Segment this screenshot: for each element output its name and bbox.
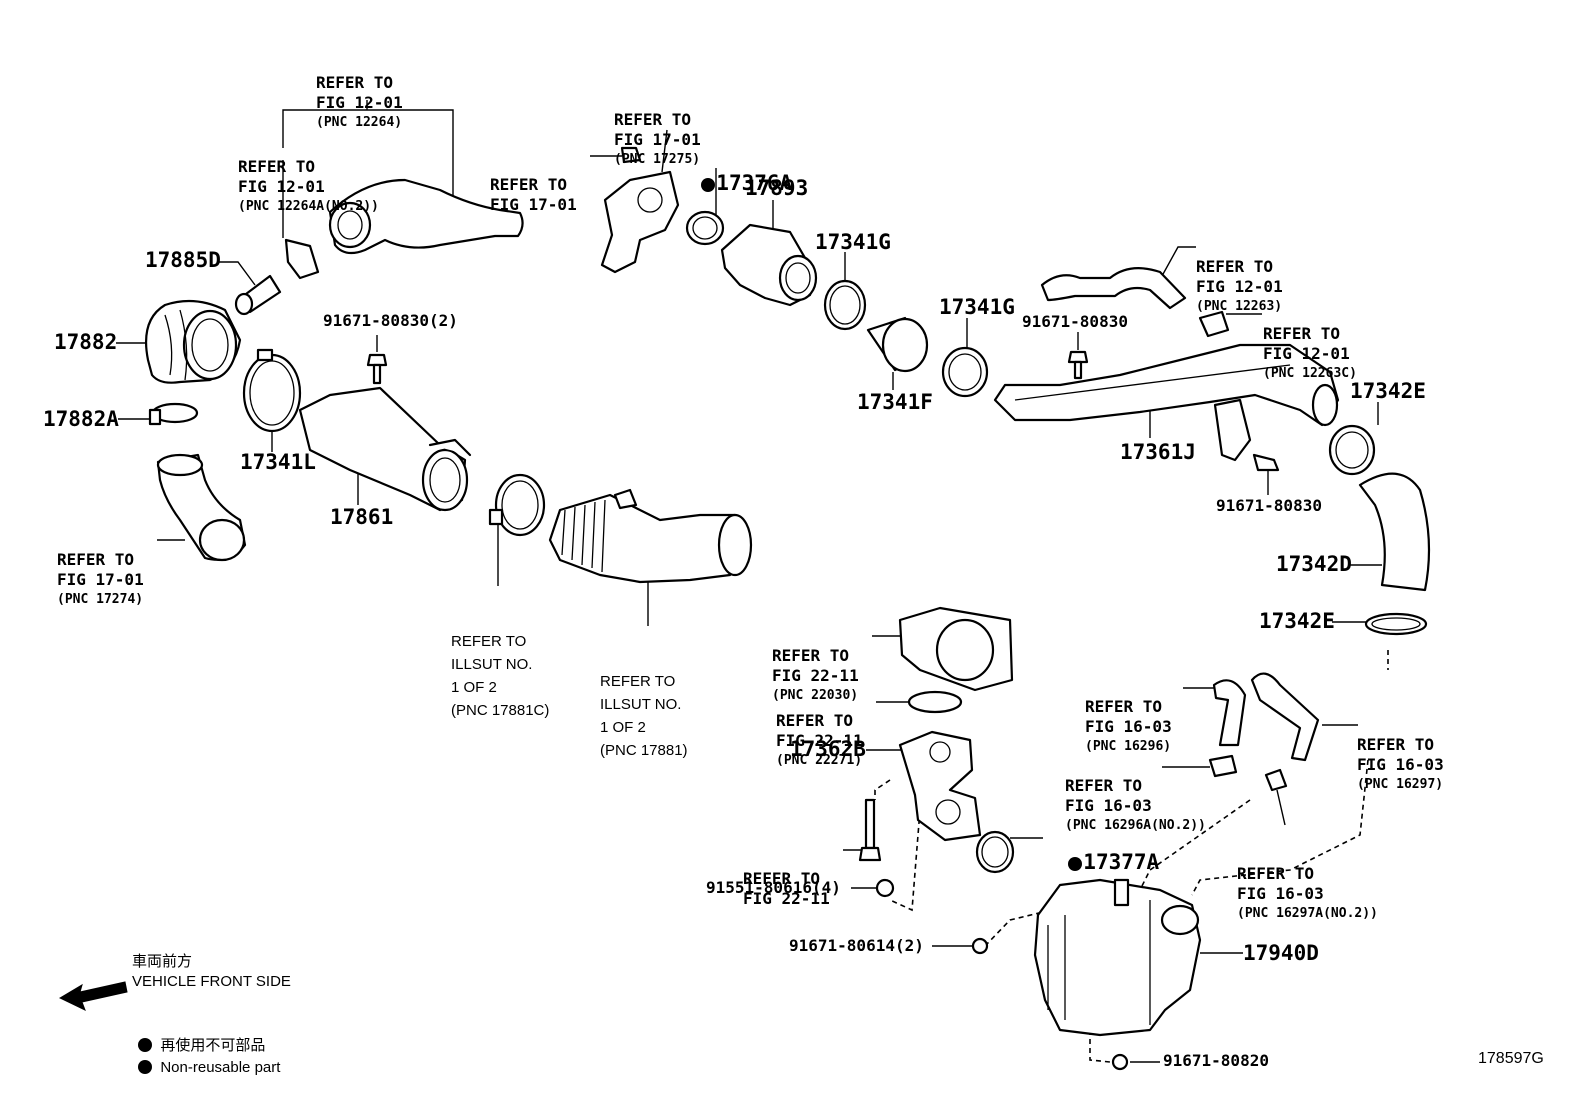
legend-nonreusable: Non-reusable part [130,1042,280,1076]
part-label-91671-80614-2: 91671-80614(2) [789,936,924,955]
part-label-91671-80830-b: 91671-80830 [1216,496,1322,515]
legend-direction: VEHICLE FRONT SIDE [132,973,291,990]
bolt-91551-80616 [875,878,895,898]
part-label-17940d: 17940D [1243,941,1319,965]
non-reusable-dot-icon [138,1060,153,1074]
outlet-17275 [600,146,680,274]
clamp-12263c [1198,310,1230,338]
clamp-17341g-2 [941,346,989,398]
bolt-91671-80614 [971,937,989,955]
part-label-17361j: 17361J [1120,440,1196,464]
non-reusable-dot-icon [701,178,716,193]
leader-lines [116,100,1382,1063]
part-label-91671-80820: 91671-80820 [1163,1051,1269,1070]
part-label-91671-80830-2: 91671-80830(2) [323,311,458,330]
clamp-12264a [284,238,320,280]
part-label-17342e-2: 17342E [1259,609,1335,633]
part-label-17885d: 17885D [145,248,221,272]
clamp-16297a [1264,768,1288,792]
hose-12263 [1040,267,1187,310]
part-label-17882: 17882 [54,330,118,354]
outlet-17893 [720,223,818,307]
gasket-17377a [975,830,1015,874]
gasket-22271 [907,690,963,714]
part-label-17376a: 17376A [676,147,792,195]
hose-17342d [1358,472,1431,592]
clamp-17342e-1 [1328,424,1376,476]
legend-nonreusable-jp: 再使用不可部品 [130,1017,265,1055]
part-label-17341f: 17341F [857,390,933,414]
part-label-17341l: 17341L [240,450,316,474]
part-label-17377a: 17377A [1043,826,1159,874]
part-label-91671-80830-a: 91671-80830 [1022,312,1128,331]
part-label-17861: 17861 [330,505,394,529]
throttle-body-22030 [898,606,1014,692]
clamp-16296a [1208,754,1238,778]
clamp-17881c [488,473,546,537]
air-cleaner-hose-17882 [144,299,242,384]
part-label-91551-80616-4: 91551-80616(4) [706,878,841,897]
pipe-17885d [234,274,282,316]
bolt-91671-80830-b [1252,453,1280,472]
bolt-91671-80820 [1111,1053,1129,1071]
air-duct-17861 [298,386,472,512]
clamp-17342e-2 [1364,612,1428,636]
non-reusable-dot-icon [138,1038,153,1052]
bolt-91671-80830-a [1067,350,1089,380]
part-label-17882a: 17882A [43,407,119,431]
part-label-17342e-1: 17342E [1350,379,1426,403]
hose-17341f [866,316,929,373]
vehicle-front-arrow-icon [58,981,128,1011]
part-label-17893: 17893 [745,176,809,200]
bellows-hose-17881 [548,488,753,584]
bolt-91671-80830-2 [366,353,388,385]
clamp-17882a [148,402,199,426]
legend-direction-jp: 車両前方 [132,953,193,970]
clamp-17341l [242,348,302,433]
figure-id: 178597G [1478,1050,1544,1067]
intake-hose-12264 [328,178,524,255]
clamp-17341g-1 [823,279,867,331]
intercooler-17940d [1033,878,1202,1037]
connector-17362b [898,730,982,842]
part-label-17342d: 17342D [1276,552,1352,576]
gasket-17376a [685,210,725,246]
hose-16297 [1250,672,1320,762]
hose-16296 [1212,679,1247,747]
pipe-17361j [993,343,1340,462]
part-label-17341g-1: 17341G [815,230,891,254]
non-reusable-dot-icon [1068,857,1083,872]
part-label-17341g-2: 17341G [939,295,1015,319]
elbow-17274 [156,453,247,562]
part-label-17362b: 17362B [790,737,866,761]
stud-bolt-22-11 [858,798,882,862]
